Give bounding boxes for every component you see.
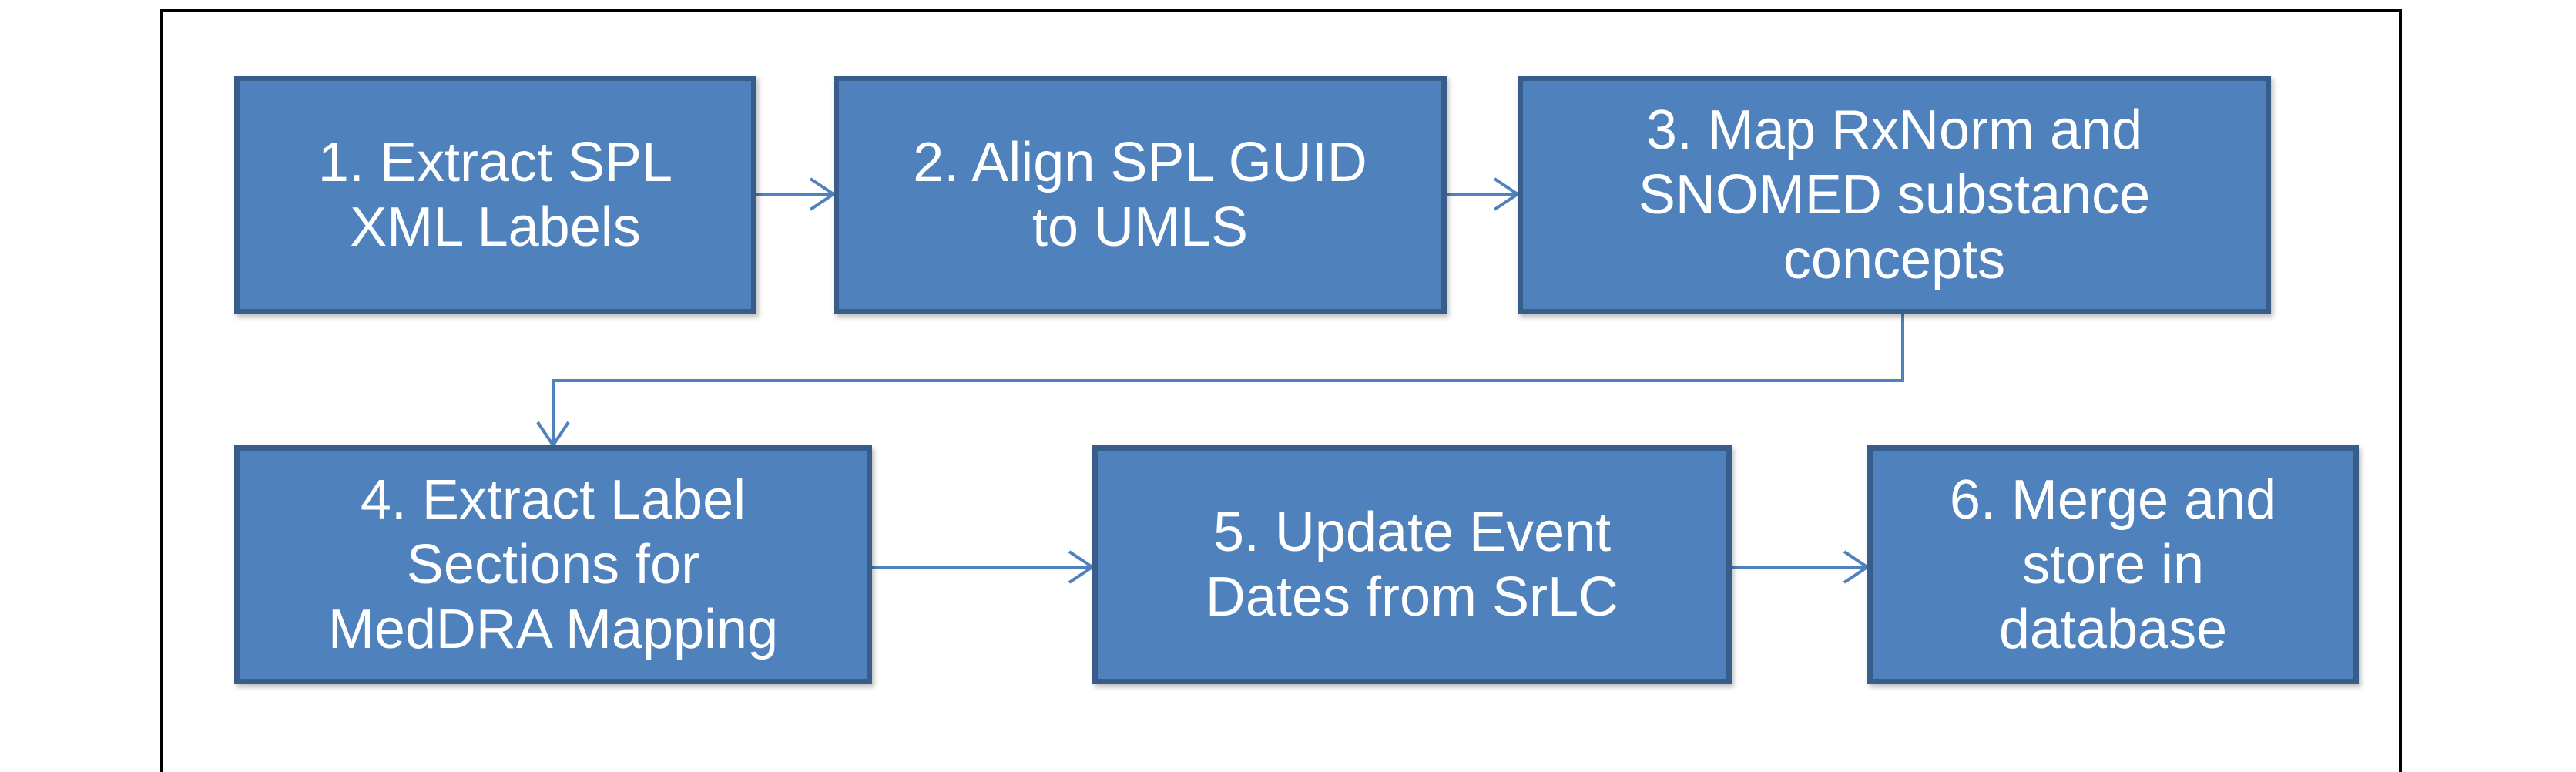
diagram-frame — [160, 9, 2402, 772]
step-6-merge-and-store: 6. Merge and store in database — [1867, 445, 2359, 684]
step-3-map-rxnorm-snomed: 3. Map RxNorm and SNOMED substance conce… — [1518, 76, 2271, 314]
step-5-update-event-dates: 5. Update Event Dates from SrLC — [1092, 445, 1732, 684]
step-1-extract-spl-xml-labels: 1. Extract SPL XML Labels — [234, 76, 756, 314]
workflow-diagram: 1. Extract SPL XML Labels 2. Align SPL G… — [160, 9, 2402, 772]
arrow-step5-to-step6 — [1732, 550, 1870, 584]
step-4-extract-label-sections: 4. Extract Label Sections for MedDRA Map… — [234, 445, 872, 684]
arrow-step3-to-step4 — [536, 314, 1904, 448]
arrow-step1-to-step2 — [756, 177, 837, 211]
step-2-align-spl-guid: 2. Align SPL GUID to UMLS — [834, 76, 1447, 314]
arrow-step2-to-step3 — [1447, 177, 1521, 211]
arrow-step4-to-step5 — [872, 550, 1095, 584]
